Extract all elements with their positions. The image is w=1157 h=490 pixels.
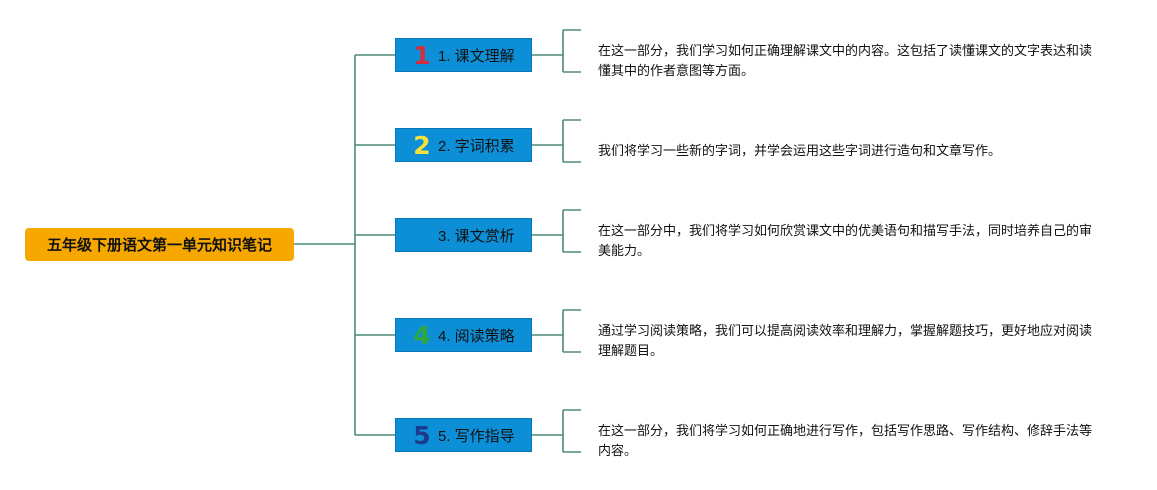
note-bracket — [532, 409, 581, 453]
note-bracket — [532, 119, 581, 163]
branch-topic-label: 1. 课文理解 — [438, 47, 515, 65]
branch-note-2: 我们将学习一些新的字词，并学会运用这些字词进行造句和文章写作。 — [598, 144, 1002, 159]
branch-topic-2[interactable]: 2 2. 字词积累 — [395, 128, 532, 162]
branch-topic-4[interactable]: 4 4. 阅读策略 — [395, 318, 532, 352]
branch-topic-label: 4. 阅读策略 — [438, 327, 515, 345]
branch-topic-label: 2. 字词积累 — [438, 137, 515, 155]
root-topic[interactable]: 五年级下册语文第一单元知识笔记 — [25, 228, 294, 261]
branch-topic-3[interactable]: 3. 课文赏析 — [395, 218, 532, 252]
branch-note-3: 在这一部分中，我们将学习如何欣赏课文中的优美语句和描写手法，同时培养自己的审美能… — [598, 224, 1093, 259]
branch-note-5: 在这一部分，我们将学习如何正确地进行写作，包括写作思路、写作结构、修辞手法等内容… — [598, 424, 1093, 459]
number-4-icon: 4 — [413, 320, 431, 350]
number-5-icon: 5 — [413, 420, 431, 450]
note-bracket — [532, 309, 581, 353]
root-topic-label: 五年级下册语文第一单元知识笔记 — [46, 237, 272, 254]
branch-topic-5[interactable]: 5 5. 写作指导 — [395, 418, 532, 452]
number-1-icon: 1 — [413, 40, 431, 70]
branch-topic-label: 5. 写作指导 — [438, 427, 515, 445]
branch-note-4: 通过学习阅读策略，我们可以提高阅读效率和理解力，掌握解题技巧，更好地应对阅读理解… — [598, 324, 1093, 359]
branch-topic-1[interactable]: 1 1. 课文理解 — [395, 38, 532, 72]
branch-note-1: 在这一部分，我们学习如何正确理解课文中的内容。这包括了读懂课文的文字表达和读懂其… — [598, 44, 1093, 79]
note-bracket — [532, 29, 581, 73]
number-2-icon: 2 — [413, 130, 431, 160]
note-bracket — [532, 209, 581, 253]
branch-topic-label: 3. 课文赏析 — [438, 227, 515, 245]
